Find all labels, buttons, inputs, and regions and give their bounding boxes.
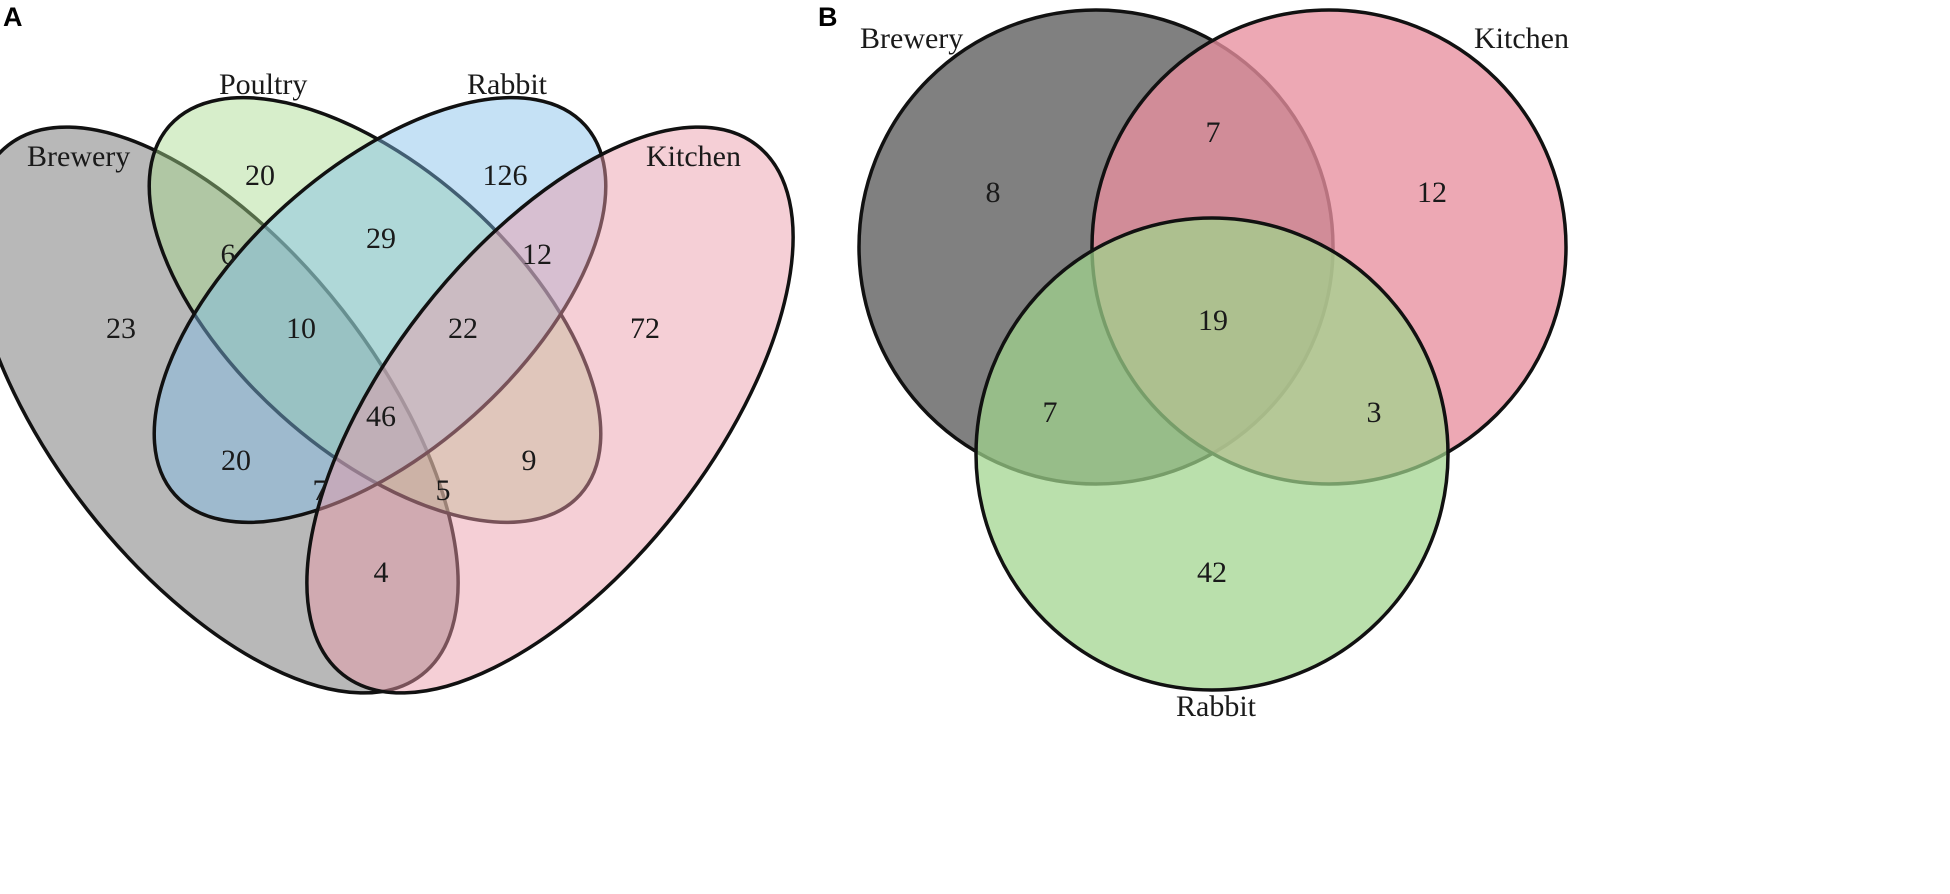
count-b-kitchen-only: 12 (1417, 176, 1447, 209)
count-all-four: 46 (366, 400, 396, 433)
brewery-set-label: Brewery (27, 140, 130, 173)
rabbit-set-circle (974, 216, 1450, 692)
rabbit-set-label: Rabbit (467, 68, 548, 101)
count-brewery-rabbit: 20 (221, 444, 251, 477)
panel-a-letter: A (3, 2, 23, 32)
count-poultry-kitchen: 9 (522, 444, 537, 477)
count-brewery-poultry-kitchen: 5 (436, 474, 451, 507)
count-b-kitchen-rabbit: 3 (1367, 396, 1382, 429)
brewery-set-ellipse (0, 125, 460, 695)
panel-a: A Brewery Poultry Rabbit Kitchen 23 20 1… (0, 2, 795, 695)
count-b-rabbit-only: 42 (1197, 556, 1227, 589)
count-poultry-rabbit: 29 (366, 222, 396, 255)
count-brewery-only: 23 (106, 312, 136, 345)
rabbit-set-label-b: Rabbit (1176, 690, 1257, 723)
kitchen-set-label-b: Kitchen (1474, 22, 1569, 55)
count-rabbit-only: 126 (483, 159, 528, 192)
count-b-brewery-only: 8 (986, 176, 1001, 209)
count-poultry-only: 20 (245, 159, 275, 192)
kitchen-set-label: Kitchen (646, 140, 741, 173)
count-rabbit-kitchen: 12 (522, 238, 552, 271)
panel-b: B Brewery Kitchen Rabbit 8 12 7 19 7 3 4… (818, 2, 1569, 723)
count-b-brewery-rabbit: 7 (1043, 396, 1058, 429)
kitchen-set-ellipse (305, 125, 795, 695)
count-kitchen-only: 72 (630, 312, 660, 345)
poultry-set-label: Poultry (219, 68, 307, 101)
rabbit-set-ellipse (152, 95, 608, 525)
poultry-set-ellipse (147, 95, 603, 525)
count-poultry-rabbit-kitchen: 22 (448, 312, 478, 345)
panel-b-letter: B (818, 2, 838, 32)
count-b-all-three: 19 (1198, 304, 1228, 337)
brewery-set-label-b: Brewery (860, 22, 963, 55)
count-brewery-kitchen: 4 (374, 556, 389, 589)
count-b-brewery-kitchen: 7 (1206, 116, 1221, 149)
count-brewery-rabbit-kitchen: 7 (313, 474, 328, 507)
count-brewery-poultry: 6 (221, 238, 236, 271)
count-brewery-poultry-rabbit: 10 (286, 312, 316, 345)
